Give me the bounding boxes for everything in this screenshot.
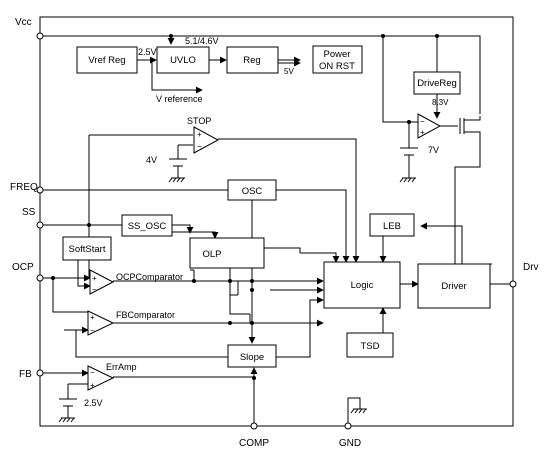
pin-fb-label: FB bbox=[19, 369, 32, 380]
drive-reg-label: DriveReg bbox=[417, 78, 457, 89]
drive-reg-block: DriveReg bbox=[413, 71, 461, 95]
slope-label: Slope bbox=[240, 352, 264, 363]
fb-comparator-label: FBComparator bbox=[116, 310, 175, 320]
driver-block: Driver bbox=[417, 263, 491, 309]
pin-freq-label: FREQ bbox=[10, 182, 38, 193]
reg-block: Reg bbox=[226, 46, 279, 74]
vref-2-5v-label: 2.5V bbox=[138, 47, 157, 57]
reg-5v-label: 5V bbox=[284, 67, 294, 76]
fb-comparator: + − bbox=[87, 310, 115, 336]
driver-label: Driver bbox=[441, 281, 466, 292]
softstart-label: SoftStart bbox=[69, 244, 106, 255]
stop-4v-label: 4V bbox=[146, 155, 157, 165]
stop-label: STOP bbox=[187, 116, 211, 126]
err-amp-minus-sign: − bbox=[90, 368, 95, 377]
power-on-rst-block: Power ON RST bbox=[312, 45, 363, 74]
pin-drv-label: Drv bbox=[523, 262, 539, 273]
uvlo-threshold-label: 5.1/4.6V bbox=[185, 36, 219, 46]
drive-reg-8-3v-label: 8.3V bbox=[432, 98, 449, 107]
reg-label: Reg bbox=[243, 55, 260, 66]
stop-plus-sign: + bbox=[197, 130, 202, 139]
ocp-plus-sign: + bbox=[92, 274, 97, 283]
ss-osc-block: SS_OSC bbox=[121, 214, 173, 237]
logic-block: Logic bbox=[323, 261, 401, 309]
stop-minus-sign: − bbox=[197, 142, 202, 151]
osc-block: OSC bbox=[227, 179, 277, 201]
leb-block: LEB bbox=[369, 213, 415, 237]
v-reference-label: V reference bbox=[156, 94, 203, 104]
pin-gnd: GND bbox=[339, 422, 361, 449]
drive-reg-amp: − + bbox=[417, 113, 442, 139]
pin-freq: FREQ bbox=[10, 182, 44, 194]
passives bbox=[58, 147, 418, 423]
power-label: Power bbox=[324, 49, 351, 60]
drive-amp-plus-sign: + bbox=[420, 128, 425, 137]
stop-comparator: + − bbox=[193, 126, 220, 154]
pin-drv: Drv bbox=[509, 262, 539, 288]
pin-comp-label: COMP bbox=[239, 438, 269, 449]
uvlo-block: UVLO bbox=[156, 46, 210, 74]
pin-ocp: OCP bbox=[12, 262, 44, 282]
uvlo-label: UVLO bbox=[170, 55, 196, 66]
ocp-comparator: + − bbox=[89, 269, 115, 295]
pin-vcc-label: Vcc bbox=[15, 17, 32, 28]
drive-7v-label: 7V bbox=[428, 145, 439, 155]
ss-osc-label: SS_OSC bbox=[128, 221, 167, 232]
pin-comp: COMP bbox=[239, 422, 269, 449]
osc-label: OSC bbox=[242, 186, 263, 197]
softstart-block: SoftStart bbox=[62, 236, 112, 261]
err-amp-plus-sign: + bbox=[90, 381, 95, 390]
err-amp-label: ErrAmp bbox=[106, 362, 137, 372]
fb-comp-minus-sign: − bbox=[90, 326, 95, 335]
vref-reg-block: Vref Reg bbox=[76, 46, 138, 74]
logic-label: Logic bbox=[351, 280, 374, 291]
wires bbox=[42, 35, 511, 428]
on-rst-label: ON RST bbox=[319, 61, 355, 72]
ocp-comparator-label: OCPComparator bbox=[116, 272, 183, 282]
err-amp: − + bbox=[87, 365, 115, 391]
pin-ocp-label: OCP bbox=[12, 262, 34, 273]
olp-label: OLP bbox=[202, 249, 221, 260]
vref-reg-label: Vref Reg bbox=[88, 55, 125, 66]
pin-gnd-label: GND bbox=[339, 438, 361, 449]
tsd-label: TSD bbox=[361, 341, 380, 352]
olp-block: OLP bbox=[189, 237, 265, 269]
drive-amp-minus-sign: − bbox=[420, 117, 425, 126]
junctions bbox=[51, 34, 439, 380]
pin-ss-label: SS bbox=[22, 207, 36, 218]
fb-2-5v-label: 2.5V bbox=[84, 398, 103, 408]
fb-comp-plus-sign: + bbox=[90, 313, 95, 322]
slope-block: Slope bbox=[227, 344, 277, 368]
pin-vcc: Vcc bbox=[15, 17, 44, 40]
tsd-block: TSD bbox=[346, 332, 394, 358]
pin-ss: SS bbox=[22, 207, 44, 229]
pin-fb: FB bbox=[19, 369, 44, 380]
leb-label: LEB bbox=[383, 221, 401, 232]
ocp-minus-sign: − bbox=[92, 285, 97, 294]
